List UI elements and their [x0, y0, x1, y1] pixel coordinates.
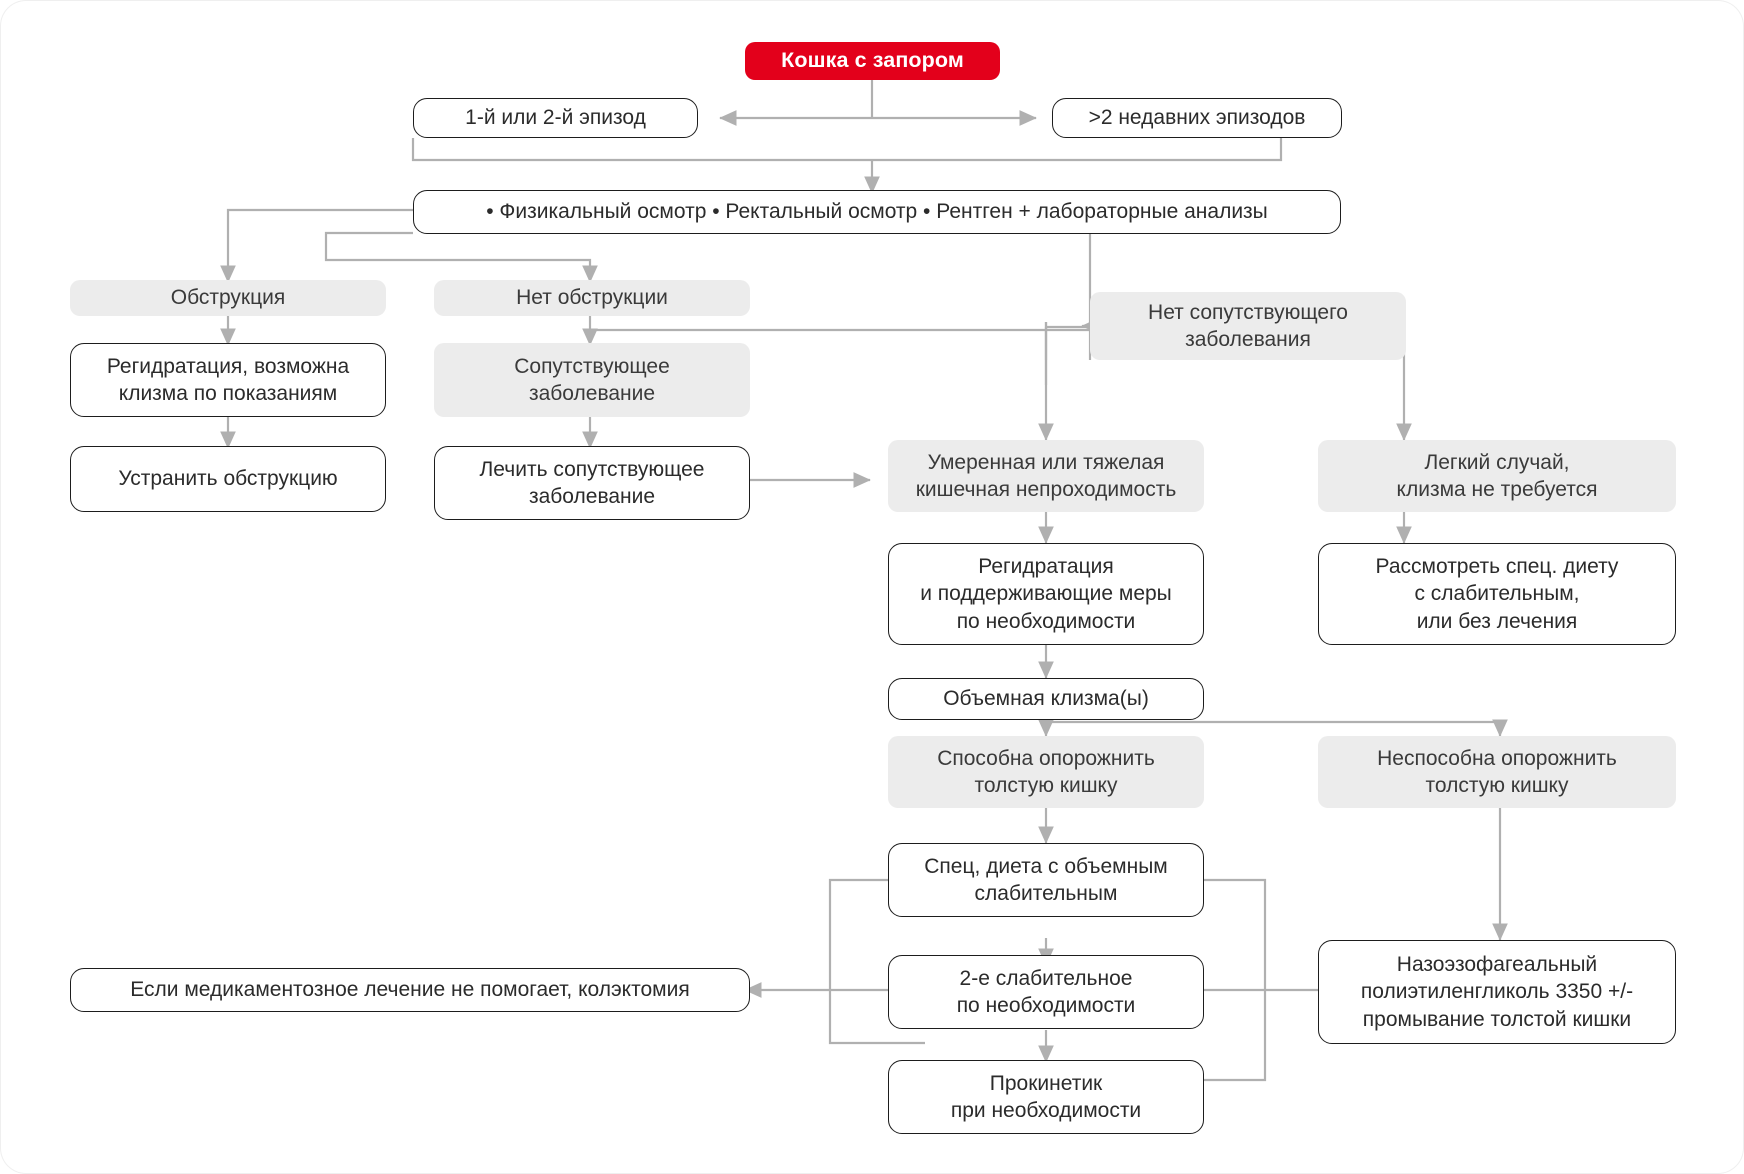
node-no-concurrent-disease[interactable]: Нет сопутствующего заболевания [1090, 292, 1406, 360]
node-no-obstruction[interactable]: Нет обструкции [434, 280, 750, 316]
node-special-diet-bulk-laxative[interactable]: Спец, диета с объемным слабительным [888, 843, 1204, 917]
node-consider-special-diet[interactable]: Рассмотреть спец. диету с слабительным, … [1318, 543, 1676, 645]
node-colectomy[interactable]: Если медикаментозное лечение не помогает… [70, 968, 750, 1012]
node-mild-case-no-enema[interactable]: Легкий случай, клизма не требуется [1318, 440, 1676, 512]
node-able-to-evacuate-colon[interactable]: Способна опорожнить толстую кишку [888, 736, 1204, 808]
node-bulk-enema[interactable]: Объемная клизма(ы) [888, 678, 1204, 720]
node-nasoesophageal-peg[interactable]: Назоэзофагеальный полиэтиленгликоль 3350… [1318, 940, 1676, 1044]
node-unable-to-evacuate-colon[interactable]: Неспособна опорожнить толстую кишку [1318, 736, 1676, 808]
node-prokinetic[interactable]: Прокинетик при необходимости [888, 1060, 1204, 1134]
node-remove-obstruction[interactable]: Устранить обструкцию [70, 446, 386, 512]
node-second-laxative[interactable]: 2-е слабительное по необходимости [888, 955, 1204, 1029]
node-workup[interactable]: • Физикальный осмотр • Ректальный осмотр… [413, 190, 1341, 234]
node-rehydration-supportive[interactable]: Регидратация и поддерживающие меры по не… [888, 543, 1204, 645]
node-obstruction[interactable]: Обструкция [70, 280, 386, 316]
node-concurrent-disease[interactable]: Сопутствующее заболевание [434, 343, 750, 417]
node-rehydration-enema[interactable]: Регидратация, возможна клизма по показан… [70, 343, 386, 417]
node-treat-concurrent-disease[interactable]: Лечить сопутствующее заболевание [434, 446, 750, 520]
node-more-than-2-episodes[interactable]: >2 недавних эпизодов [1052, 98, 1342, 138]
node-start-cat-constipation[interactable]: Кошка с запором [745, 42, 1000, 80]
node-moderate-or-severe-obstipation[interactable]: Умеренная или тяжелая кишечная непроходи… [888, 440, 1204, 512]
node-episode-1-or-2[interactable]: 1-й или 2-й эпизод [413, 98, 698, 138]
